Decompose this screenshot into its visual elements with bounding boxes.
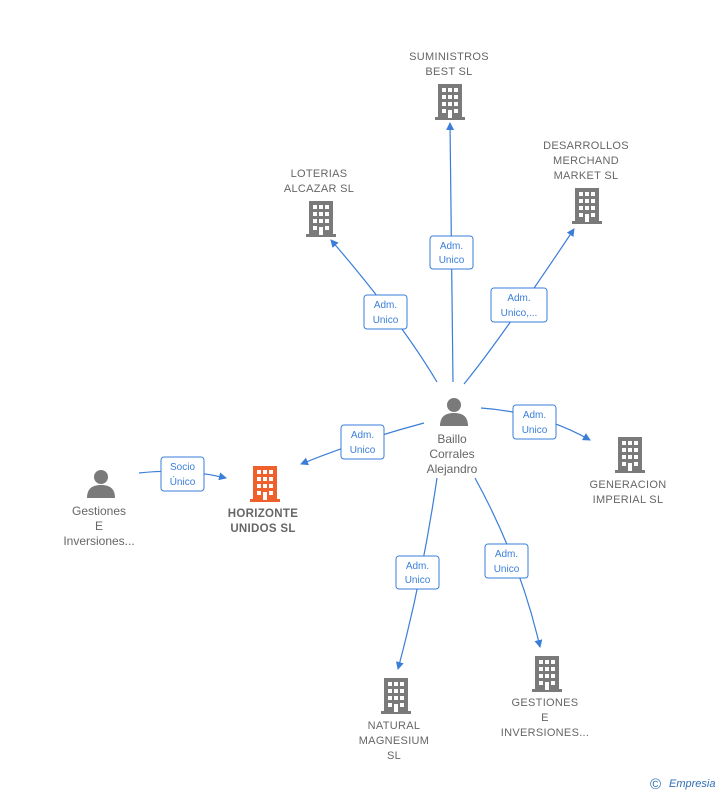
node-label-line: LOTERIAS [291, 168, 348, 180]
edge-label-to-generacion[interactable]: Adm. Unico [512, 404, 557, 440]
node-label-line: MARKET SL [554, 170, 619, 182]
edge-label-line: Unico [373, 315, 399, 326]
node-label-line: INVERSIONES... [501, 727, 590, 739]
edge-label-line: Unico [522, 425, 548, 436]
edge-label-to-desarrollos[interactable]: Adm. Unico,... [490, 287, 548, 323]
person-icon [87, 470, 115, 498]
edge-label-line: Adm. [440, 241, 463, 252]
edge-labels: Adm. Unico Adm. Unico,... Adm. Unico Adm… [160, 235, 557, 590]
edge-label-line: Unico,... [501, 308, 538, 319]
node-label-line: SUMINISTROS [409, 51, 489, 63]
node-label-line: HORIZONTE [228, 508, 298, 520]
edge-label-line: Adm. [507, 293, 530, 304]
node-generacion[interactable]: GENERACION IMPERIAL SL [590, 437, 667, 506]
edge-label-to-loterias[interactable]: Adm. Unico [363, 294, 408, 330]
edge-label-line: Adm. [495, 549, 518, 560]
edge-label-line: Adm. [351, 430, 374, 441]
node-label-line: Corrales [429, 447, 474, 461]
person-icon [440, 398, 468, 426]
node-label-line: GESTIONES [512, 697, 579, 709]
node-label-line: Baillo [437, 432, 467, 446]
edge-label-to-natural[interactable]: Adm. Unico [395, 555, 440, 590]
brand-name: Empresia [669, 778, 715, 790]
node-loterias[interactable]: LOTERIAS ALCAZAR SL [284, 168, 354, 237]
building-icon [306, 201, 336, 237]
node-desarrollos[interactable]: DESARROLLOS MERCHAND MARKET SL [543, 140, 629, 224]
node-label-line: ALCAZAR SL [284, 183, 354, 195]
building-icon [572, 188, 602, 224]
edge-label-line: Adm. [406, 561, 429, 572]
node-label-line: BEST SL [425, 66, 472, 78]
node-horizonte[interactable]: HORIZONTE UNIDOS SL [228, 466, 298, 535]
node-label-line: MAGNESIUM [359, 735, 430, 747]
node-label-line: Alejandro [427, 462, 478, 476]
node-baillo[interactable]: Baillo Corrales Alejandro [427, 398, 478, 476]
edges [138, 122, 591, 670]
node-label-line: NATURAL [368, 720, 421, 732]
copyright-symbol: © [650, 776, 661, 793]
edge-label-line: Unico [350, 445, 376, 456]
edge-label-line: Unico [405, 575, 431, 586]
node-label-line: UNIDOS SL [230, 523, 295, 535]
edge-label-line: Único [170, 475, 196, 488]
edge-label-to-horizonte[interactable]: Adm. Unico [340, 424, 385, 460]
edge-label-gestiones-to-horizonte[interactable]: Socio Único [160, 456, 205, 492]
edge-label-line: Unico [439, 255, 465, 266]
node-label-line: E [95, 519, 103, 533]
node-label-line: MERCHAND [553, 155, 619, 167]
edge-label-line: Socio [170, 462, 195, 473]
building-icon [250, 466, 280, 502]
edge-label-to-suministros[interactable]: Adm. Unico [429, 235, 474, 270]
node-label-line: GENERACION [590, 479, 667, 491]
building-icon [615, 437, 645, 473]
building-icon [435, 84, 465, 120]
edge-label-to-gestiones[interactable]: Adm. Unico [484, 543, 529, 579]
edge-label-line: Adm. [374, 300, 397, 311]
node-label-line: Gestiones [72, 504, 126, 518]
building-icon [381, 678, 411, 714]
edge-label-line: Unico [494, 564, 520, 575]
node-natural[interactable]: NATURAL MAGNESIUM SL [359, 678, 430, 762]
edge-to-desarrollos [463, 228, 575, 385]
building-icon [532, 656, 562, 692]
node-label-line: E [541, 712, 549, 724]
node-label-line: Inversiones... [63, 534, 134, 548]
edge-label-line: Adm. [523, 410, 546, 421]
node-label-line: IMPERIAL SL [593, 494, 664, 506]
node-gestiones-company[interactable]: GESTIONES E INVERSIONES... [501, 656, 590, 739]
node-label-line: DESARROLLOS [543, 140, 629, 152]
node-label-line: SL [387, 750, 401, 762]
node-gestiones-person[interactable]: Gestiones E Inversiones... [63, 470, 135, 548]
footer-brand: © Empresia [650, 776, 715, 793]
node-suministros[interactable]: SUMINISTROS BEST SL [409, 51, 489, 120]
